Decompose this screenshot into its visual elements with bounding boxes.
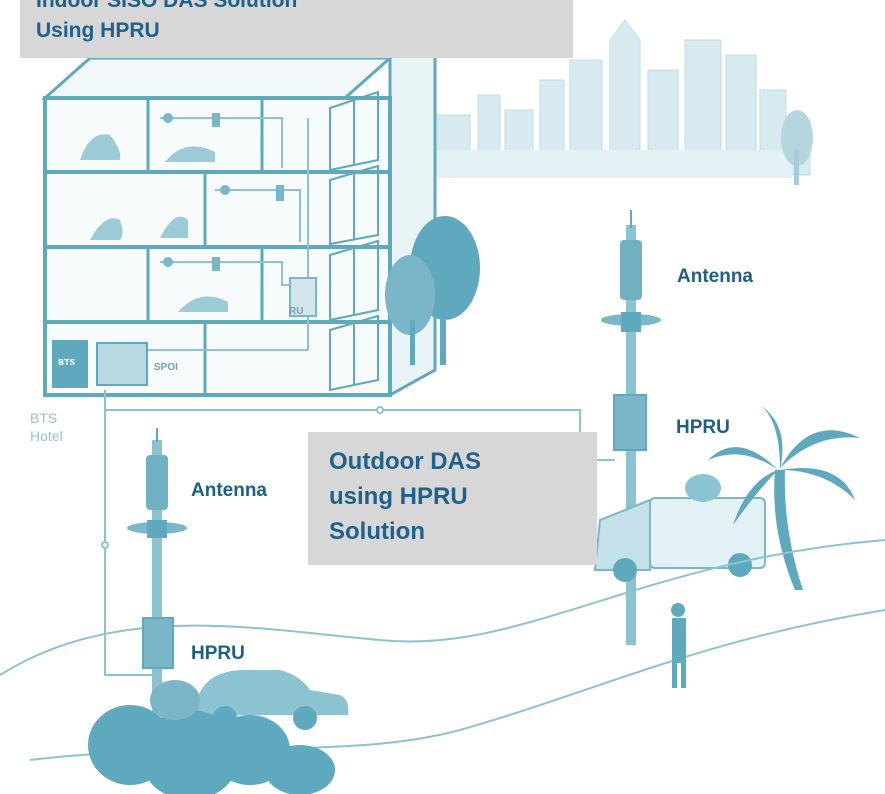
bts-label: BTS [58,358,76,367]
building-trees [385,216,480,365]
outdoor-title-line3: Solution [329,518,425,545]
bts-hotel-caption: BTS Hotel [30,409,63,445]
antenna-label-right: Antenna [677,266,753,287]
palm-tree [708,405,860,590]
bts-hotel-line1: BTS [30,410,58,426]
building [41,16,437,398]
bushes [88,680,335,794]
outdoor-title-line2: using HPRU [329,483,468,510]
left-tower [127,428,187,760]
spoi-label: SPOI [154,362,178,373]
hpru-label-left: HPRU [191,643,245,664]
hpru-label-right: HPRU [676,417,730,438]
antenna-label-left: Antenna [191,480,267,501]
outdoor-title-line1: Outdoor DAS [329,448,481,475]
indoor-title-line1: Indoor SISO DAS Solution [36,0,298,12]
ru-label: RU [289,306,304,317]
indoor-title-box: Indoor SISO DAS Solution Using HPRU [20,0,573,58]
city-skyline [372,19,811,178]
right-tower [601,210,661,645]
bts-hotel-line2: Hotel [30,428,63,444]
person [671,603,686,688]
city-tree [781,110,813,185]
van [593,474,766,582]
outdoor-title-box: Outdoor DAS using HPRU Solution [308,432,597,565]
indoor-title-line2: Using HPRU [36,19,160,42]
